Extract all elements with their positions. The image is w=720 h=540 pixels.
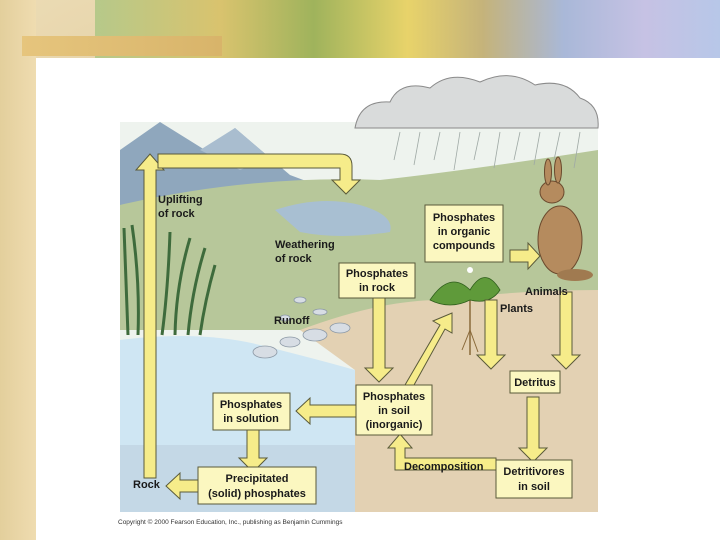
rain bbox=[393, 131, 581, 171]
scene bbox=[120, 75, 599, 512]
rain-cloud bbox=[354, 75, 599, 129]
label-phos-soil-3: (inorganic) bbox=[366, 419, 423, 431]
label-animals: Animals bbox=[525, 286, 568, 298]
plant bbox=[429, 267, 501, 355]
label-phos-soil-1: Phosphates bbox=[363, 391, 425, 403]
label-precipitated-2: (solid) phosphates bbox=[208, 488, 306, 500]
label-phos-soil-2: in soil bbox=[378, 405, 410, 417]
box-phos-rock bbox=[338, 262, 416, 299]
label-phos-solution-1: Phosphates bbox=[220, 399, 282, 411]
box-precipitated bbox=[197, 466, 317, 505]
arrow-solution-to-precipitated bbox=[237, 429, 269, 473]
rabbit bbox=[537, 156, 593, 281]
label-phos-solution-2: in solution bbox=[223, 413, 279, 425]
reeds bbox=[122, 224, 217, 336]
label-decomposition: Decomposition bbox=[404, 461, 484, 473]
label-phos-rock-1: Phosphates bbox=[346, 268, 408, 280]
label-phos-organic-1: Phosphates bbox=[433, 212, 495, 224]
label-phos-organic-2: in organic bbox=[438, 226, 491, 238]
pebbles bbox=[252, 296, 351, 359]
arrow-detritus-to-detritivores bbox=[517, 396, 549, 463]
label-phos-rock-2: in rock bbox=[359, 282, 396, 294]
water bbox=[120, 336, 355, 445]
box-detritus bbox=[509, 370, 561, 394]
arrow-soil-to-solution bbox=[295, 396, 357, 426]
box-detritivores bbox=[495, 459, 573, 499]
box-phos-soil bbox=[355, 384, 433, 436]
arrow-decomposition bbox=[386, 433, 497, 471]
label-weathering-2: of rock bbox=[275, 253, 313, 265]
weathered-rock bbox=[275, 201, 391, 236]
arrow-top-to-weathering bbox=[157, 153, 362, 195]
label-phos-organic-3: compounds bbox=[433, 240, 495, 252]
label-detritivores-1: Detritivores bbox=[503, 466, 564, 478]
banner-left-bar bbox=[22, 36, 222, 56]
arrow-rock-to-soil bbox=[363, 297, 395, 383]
text-labels: Uplifting of rock Weathering of rock Pho… bbox=[133, 194, 568, 500]
arrows bbox=[134, 153, 582, 501]
left-decor-strip bbox=[0, 0, 36, 540]
arrow-animals-to-detritus bbox=[550, 291, 582, 370]
label-detritivores-2: in soil bbox=[518, 481, 550, 493]
label-rock: Rock bbox=[133, 479, 161, 491]
arrow-soil-to-plants bbox=[404, 312, 453, 386]
label-plants: Plants bbox=[500, 303, 533, 315]
label-uplifting-2: of rock bbox=[158, 208, 196, 220]
arrow-precipitated-to-rock bbox=[165, 471, 199, 501]
label-boxes bbox=[197, 204, 573, 505]
label-weathering-1: Weathering bbox=[275, 239, 335, 251]
box-phos-solution bbox=[212, 392, 291, 431]
copyright-line: Copyright © 2000 Fearson Education, Inc.… bbox=[118, 518, 343, 526]
arrow-uplifting-vertical bbox=[134, 153, 166, 479]
label-runoff: Runoff bbox=[274, 315, 310, 327]
arrow-organic-to-animals bbox=[509, 241, 541, 271]
label-precipitated-1: Precipitated bbox=[226, 473, 289, 485]
box-phos-organic bbox=[424, 204, 504, 263]
arrow-plants-to-detritus bbox=[475, 299, 507, 370]
label-detritus: Detritus bbox=[514, 377, 556, 389]
label-uplifting-1: Uplifting bbox=[158, 194, 203, 206]
